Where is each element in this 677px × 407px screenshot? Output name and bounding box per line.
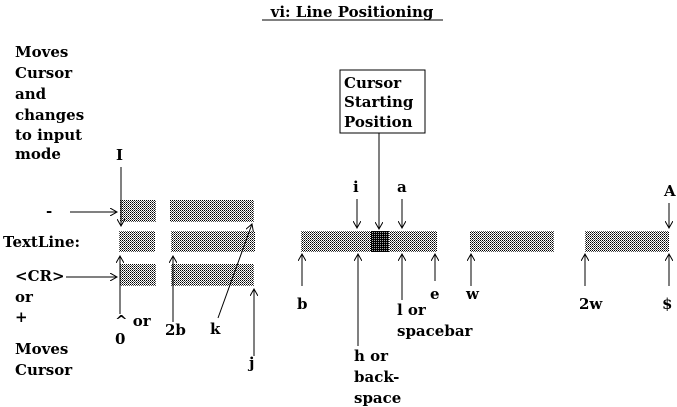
a-command: a	[397, 178, 407, 196]
j-command: j	[247, 354, 254, 372]
prev-line-bar-2	[170, 200, 254, 222]
2w-command: 2w	[579, 295, 603, 313]
prev-line-bar-1	[120, 200, 156, 222]
I-command: I	[116, 146, 123, 164]
caret-command: ^ or 0	[115, 312, 156, 348]
l-command: l or spacebar	[397, 301, 474, 340]
cursor-start-box	[339, 69, 426, 134]
k-command: k	[210, 320, 221, 338]
next-line-bar-2	[171, 264, 254, 286]
next-word-bar	[470, 231, 554, 252]
b-command: b	[297, 295, 308, 313]
h-command: h or back- space	[354, 347, 405, 407]
diagram-title: vi: Line Positioning	[270, 3, 434, 21]
cr-label: <CR> or +	[15, 267, 70, 326]
k-arrow	[217, 224, 252, 319]
w-command: w	[465, 285, 480, 303]
cursor-start-label: Cursor Starting Position	[344, 74, 419, 131]
textline-label: TextLine:	[3, 233, 80, 251]
2b-command: 2b	[165, 321, 186, 339]
input-mode-label: Moves Cursor and changes to input mode	[15, 43, 89, 163]
e-command: e	[430, 285, 440, 303]
text-line-bar-1	[119, 231, 155, 252]
next-line-bar-1	[120, 264, 156, 286]
text-line-bar-2	[171, 231, 255, 252]
A-command: A	[663, 182, 676, 200]
moves-cursor-label: Moves Cursor	[15, 340, 74, 379]
i-command: i	[353, 178, 359, 196]
minus-label: -	[46, 202, 52, 220]
current-word-bar	[301, 231, 437, 252]
last-word-bar	[585, 231, 669, 252]
cursor-block	[371, 231, 389, 252]
dollar-command: $	[662, 295, 672, 313]
